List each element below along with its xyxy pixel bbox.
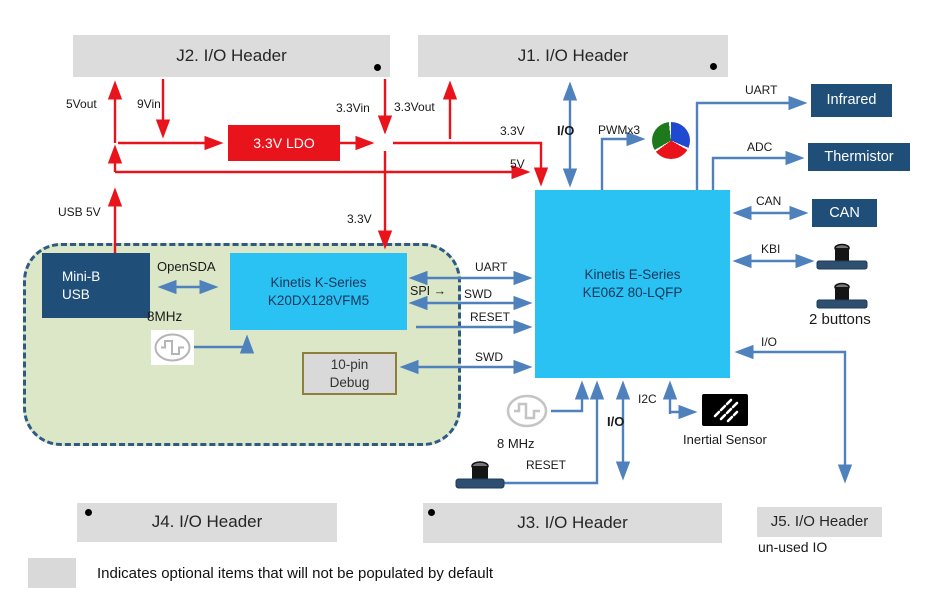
- label-reset-opensda: RESET: [470, 310, 511, 324]
- j4-pin1-dot: [85, 509, 92, 516]
- label-3v3-to-chip: 3.3V: [500, 124, 525, 138]
- legend-optional-swatch: [28, 558, 76, 588]
- label-8mhz-ke06: 8 MHz: [497, 436, 535, 451]
- label-3v3in: 3.3Vin: [336, 101, 370, 115]
- mini-b-usb: Mini-B USB: [42, 253, 150, 318]
- k20-mcu: Kinetis K-Series K20DX128VFM5: [230, 253, 407, 330]
- can-block: CAN: [812, 199, 877, 227]
- j3-pin1-dot: [428, 509, 435, 516]
- label-usb-5v: USB 5V: [58, 205, 101, 219]
- label-5vout: 5Vout: [66, 97, 97, 111]
- thermistor-block: Thermistor: [808, 143, 910, 171]
- label-can: CAN: [756, 194, 782, 208]
- legend-text: Indicates optional items that will not b…: [97, 565, 494, 582]
- label-i2c: I2C: [638, 392, 657, 406]
- oscillator-8mhz-opensda-icon: [151, 330, 194, 365]
- label-uart-opensda: UART: [475, 260, 508, 274]
- infrared-block: Infrared: [811, 84, 892, 117]
- j2-io-header: J2. I/O Header: [73, 35, 390, 77]
- label-opensda: OpenSDA: [157, 259, 216, 274]
- ke06-mcu: Kinetis E-Series KE06Z 80-LQFP: [535, 190, 730, 378]
- j5-unused-note: un-used IO: [758, 539, 828, 555]
- label-swd-debug: SWD: [475, 350, 503, 364]
- j1-pin1-dot: [710, 63, 717, 70]
- label-5v-to-chip: 5V: [510, 157, 525, 171]
- label-pwmx3: PWMx3: [598, 123, 640, 137]
- label-io-j1: I/O: [557, 123, 575, 138]
- j2-pin1-dot: [374, 64, 381, 71]
- label-io-j5: I/O: [761, 335, 778, 349]
- oscillator-8mhz-ke06-icon: [504, 392, 550, 430]
- push-button-1-icon: [816, 240, 868, 275]
- j3-io-header: J3. I/O Header: [423, 503, 722, 543]
- label-reset-button: RESET: [526, 458, 567, 472]
- label-2-buttons: 2 buttons: [809, 311, 871, 328]
- label-uart-infrared: UART: [745, 83, 778, 97]
- ldo-regulator: 3.3V LDO: [228, 125, 340, 161]
- label-inertial-sensor: Inertial Sensor: [683, 432, 767, 447]
- j4-io-header: J4. I/O Header: [77, 503, 337, 542]
- inertial-sensor-icon: [702, 394, 748, 426]
- j1-io-header: J1. I/O Header: [418, 35, 728, 77]
- label-swd-opensda: SWD: [464, 287, 492, 301]
- label-9vin: 9Vin: [137, 97, 161, 111]
- label-adc: ADC: [747, 140, 773, 154]
- label-kbi: KBI: [761, 242, 781, 256]
- label-8mhz-k20: 8MHz: [147, 309, 183, 324]
- label-3v3out: 3.3Vout: [394, 100, 435, 114]
- push-button-2-icon: [816, 279, 868, 314]
- rgb-led-icon: [652, 122, 690, 159]
- label-3v3-to-k20: 3.3V: [347, 212, 372, 226]
- label-io-j3: I/O: [607, 414, 625, 429]
- j5-io-header: J5. I/O Header: [757, 507, 882, 537]
- reset-button-icon: [455, 457, 507, 494]
- label-spi: SPI →: [410, 284, 447, 298]
- debug-header-10pin: 10-pin Debug: [302, 352, 397, 395]
